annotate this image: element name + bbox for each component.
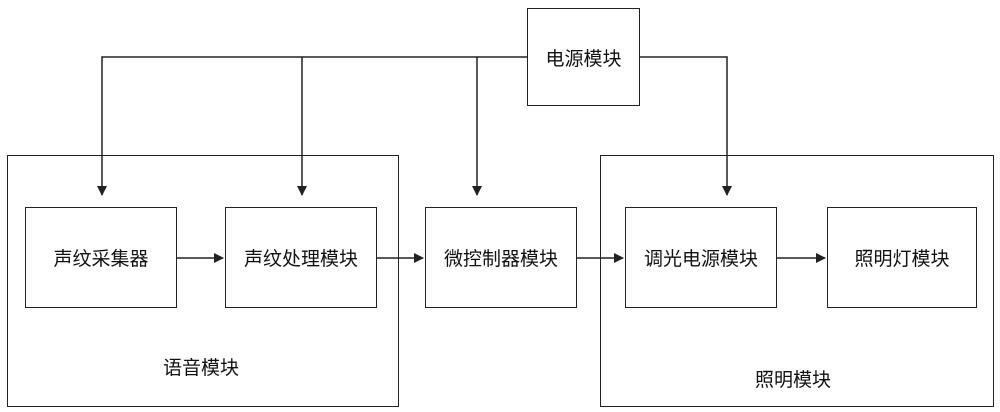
power-module-box: 电源模块	[527, 8, 640, 106]
lighting-module-group	[600, 155, 994, 407]
voiceprint-collector-box: 声纹采集器	[25, 207, 177, 308]
power-to-dimming-line	[640, 56, 732, 196]
voiceprint-processor-box: 声纹处理模块	[225, 207, 377, 308]
dimming-power-box: 调光电源模块	[625, 207, 777, 308]
microcontroller-box: 微控制器模块	[425, 207, 577, 308]
lamp-module-label: 照明灯模块	[854, 248, 950, 270]
voice-module-group	[7, 155, 399, 407]
power-module-label: 电源模块	[545, 47, 622, 70]
dimming-power-label: 调光电源模块	[643, 248, 758, 270]
voiceprint-collector-label: 声纹采集器	[53, 248, 149, 270]
lamp-module-box: 照明灯模块	[827, 207, 977, 308]
voice-module-label: 语音模块	[163, 357, 240, 379]
power-bus-line	[97, 56, 527, 196]
lighting-module-label: 照明模块	[755, 369, 832, 391]
voiceprint-processor-label: 声纹处理模块	[243, 248, 358, 270]
microcontroller-label: 微控制器模块	[443, 248, 558, 270]
